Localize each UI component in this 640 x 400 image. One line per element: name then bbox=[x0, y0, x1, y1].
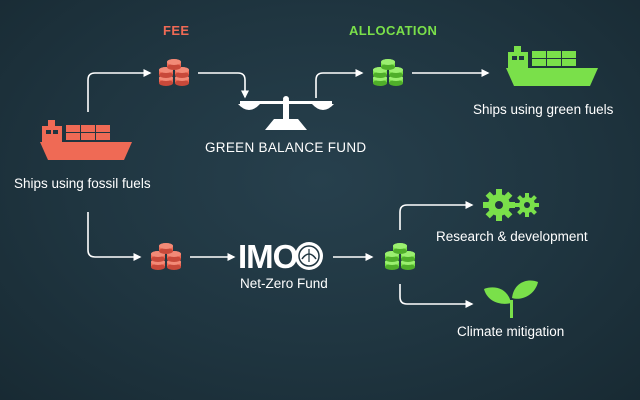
fossil-ships-label: Ships using fossil fuels bbox=[14, 176, 151, 191]
sprout-icon bbox=[484, 280, 538, 318]
arrow-to-research bbox=[399, 201, 474, 230]
climate-label: Climate mitigation bbox=[457, 324, 565, 339]
arrow-fossil-to-imo-coins bbox=[87, 212, 142, 261]
arrow-fossil-to-fee bbox=[87, 69, 152, 112]
arrow-fund-to-allocation bbox=[315, 69, 364, 98]
cargo-ship-icon bbox=[40, 120, 132, 160]
gears-icon bbox=[483, 189, 539, 221]
net-zero-fund-label: Net-Zero Fund bbox=[240, 276, 328, 291]
cargo-ship-icon bbox=[506, 46, 598, 86]
coin-stack-icon bbox=[159, 59, 189, 86]
coin-stack-icon bbox=[373, 59, 403, 86]
balance-scale-icon bbox=[238, 96, 334, 130]
imo-logo: IMO bbox=[238, 238, 323, 275]
green-ships-label: Ships using green fuels bbox=[473, 102, 614, 117]
coin-stack-icon bbox=[385, 243, 415, 270]
connector-arrows bbox=[87, 69, 490, 308]
fee-header: FEE bbox=[163, 23, 190, 38]
green-balance-fund-label: GREEN BALANCE FUND bbox=[205, 140, 367, 155]
coin-stack-icon bbox=[151, 243, 181, 270]
research-label: Research & development bbox=[436, 229, 588, 244]
imo-logo-text: IMO bbox=[238, 238, 298, 275]
arrow-fee-to-fund bbox=[198, 72, 249, 99]
arrow-to-climate bbox=[399, 284, 474, 308]
allocation-header: ALLOCATION bbox=[349, 23, 438, 38]
